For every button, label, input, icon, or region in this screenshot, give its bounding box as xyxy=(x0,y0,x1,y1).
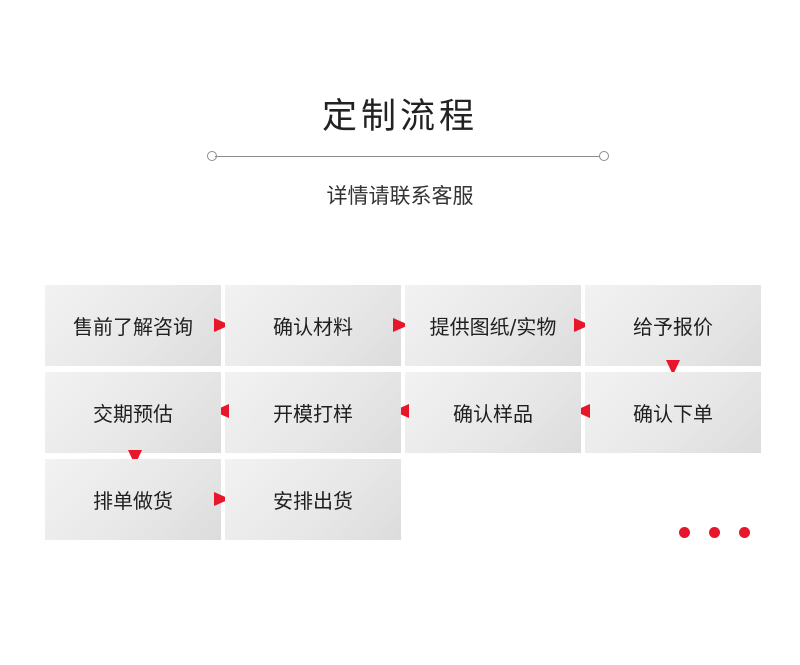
arrow-down-icon xyxy=(666,360,680,375)
step-label: 安排出货 xyxy=(273,489,353,513)
dot xyxy=(739,527,750,538)
step-label: 确认下单 xyxy=(633,402,713,426)
step-tile: 确认材料 xyxy=(225,285,401,366)
step-tile: 安排出货 xyxy=(225,459,401,540)
step-tile: 售前了解咨询 xyxy=(45,285,221,366)
dot xyxy=(709,527,720,538)
step-label: 排单做货 xyxy=(93,489,173,513)
step-label: 交期预估 xyxy=(93,402,173,426)
step-tile: 交期预估 xyxy=(45,372,221,453)
step-tile: 排单做货 xyxy=(45,459,221,540)
step-tile: 开模打样 xyxy=(225,372,401,453)
divider-right-circle xyxy=(599,151,609,161)
divider-line xyxy=(215,156,601,157)
step-label: 给予报价 xyxy=(633,315,713,339)
step-tile: 确认下单 xyxy=(585,372,761,453)
step-label: 开模打样 xyxy=(273,402,353,426)
step-label: 售前了解咨询 xyxy=(73,315,193,339)
step-tile: 提供图纸/实物 xyxy=(405,285,581,366)
step-label: 提供图纸/实物 xyxy=(429,315,557,339)
step-tile: 给予报价 xyxy=(585,285,761,366)
page-subtitle: 详情请联系客服 xyxy=(326,184,474,208)
step-label: 确认材料 xyxy=(273,315,353,339)
step-label: 确认样品 xyxy=(453,402,533,426)
page-title: 定制流程 xyxy=(321,97,478,137)
step-tile: 确认样品 xyxy=(405,372,581,453)
dot xyxy=(679,527,690,538)
